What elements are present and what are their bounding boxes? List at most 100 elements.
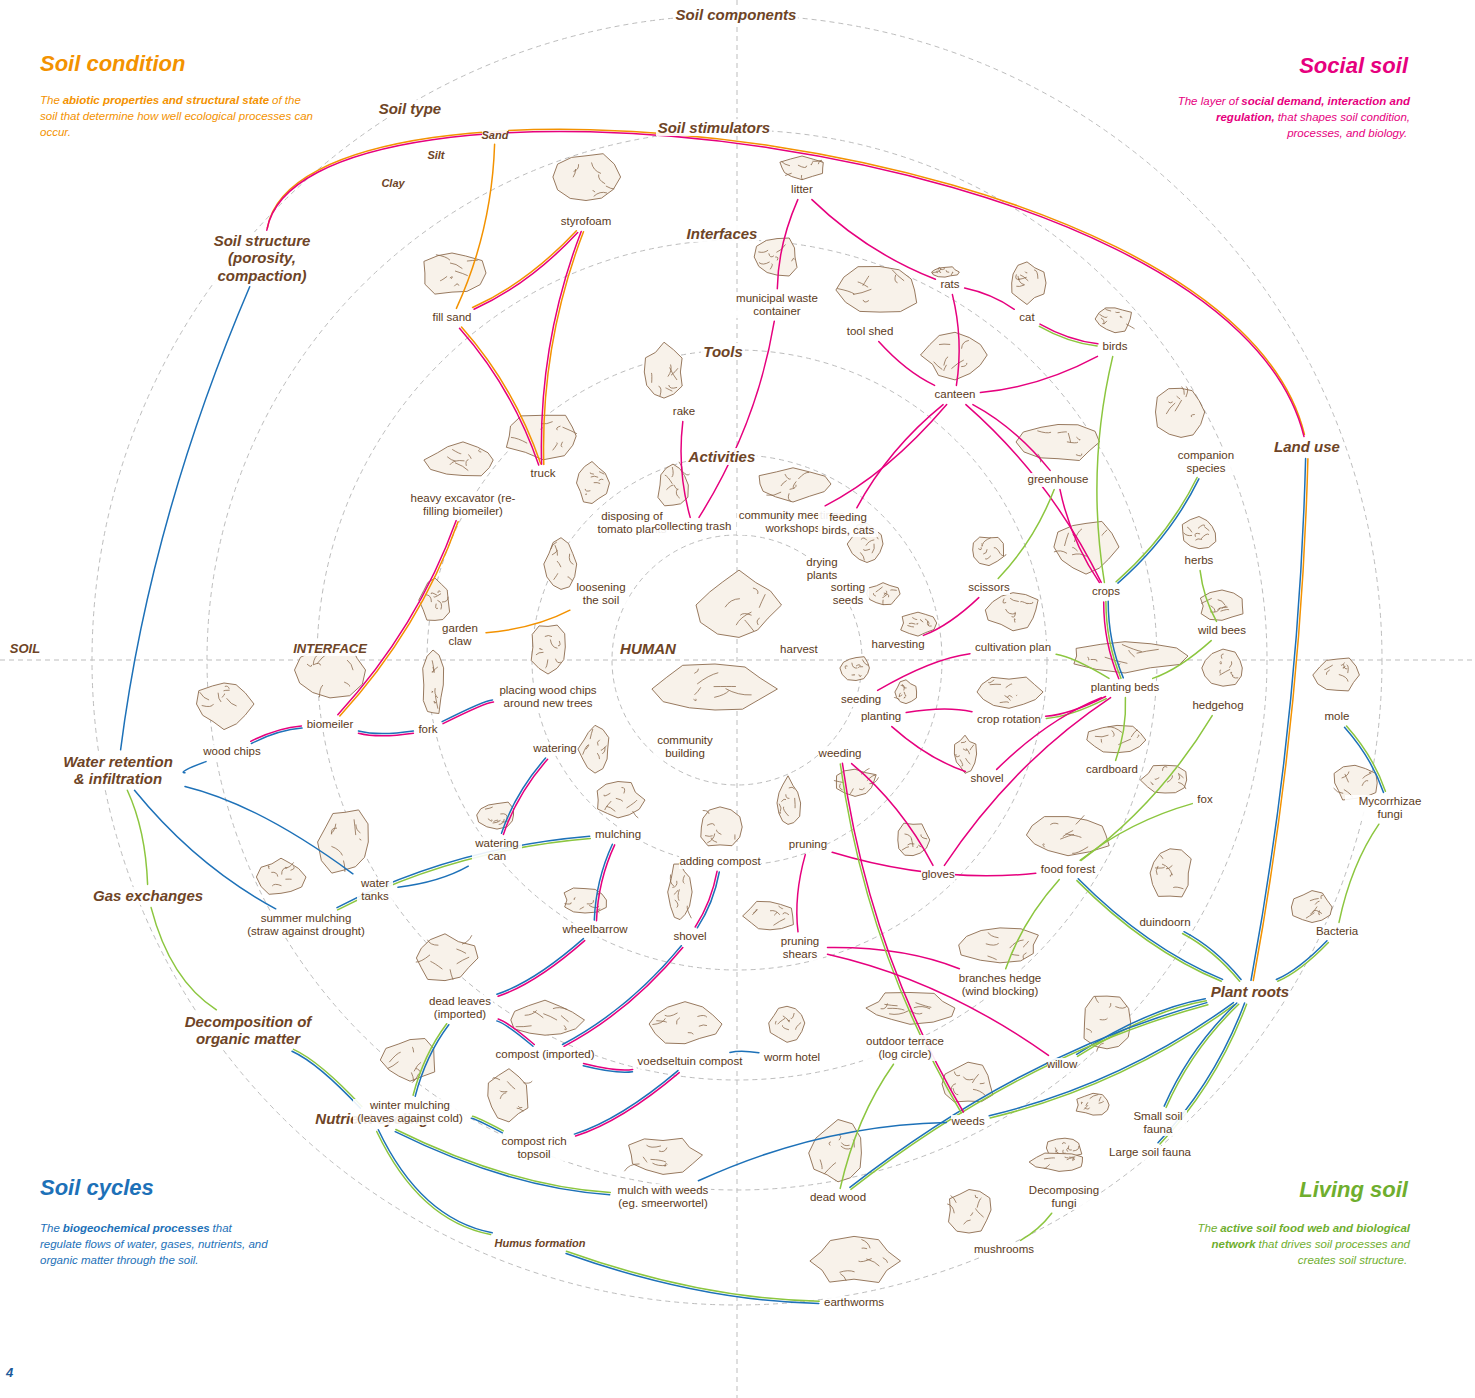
sketch-stroke (291, 867, 295, 871)
sketch (318, 810, 369, 873)
sketch-stroke (705, 835, 712, 837)
sketch-stroke (525, 1011, 536, 1016)
connector (879, 342, 935, 386)
sketch-stroke (811, 163, 813, 166)
item-node: heavy excavator (re-filling biomeiler) (405, 492, 521, 518)
section-heading: Soil cycles (38, 1175, 156, 1201)
sketch-stroke (1205, 527, 1210, 531)
connector-line (1106, 602, 1121, 679)
sketch-stroke (672, 467, 673, 476)
sketch-stroke (592, 190, 594, 192)
sketch-outline (318, 810, 369, 873)
sketch (424, 253, 486, 294)
sketch-stroke (469, 455, 472, 459)
item-node: food forest (1039, 863, 1097, 876)
sketch-stroke (455, 271, 467, 275)
node-label: fork (418, 723, 437, 736)
item-node: wood chips (201, 745, 263, 758)
cycle-node: Plant roots (1209, 983, 1291, 1000)
sketch-stroke (573, 169, 575, 177)
sketch-stroke (799, 472, 809, 478)
item-node: Large soil fauna (1107, 1146, 1193, 1159)
connector-line (842, 763, 963, 1112)
description: Theactive soil food web and biological n… (1175, 1220, 1410, 1268)
item-node: summer mulching (straw against drought) (243, 912, 369, 938)
connector (563, 946, 683, 1047)
connector-line (1339, 824, 1379, 922)
sketch-stroke (1085, 1108, 1089, 1109)
node-label: cardboard (1086, 763, 1138, 776)
sketch-stroke (554, 574, 558, 580)
sketch-stroke (485, 807, 492, 809)
sketch-stroke (983, 538, 991, 544)
connector (574, 1071, 679, 1136)
connector (892, 727, 966, 772)
sketch (1076, 1093, 1109, 1115)
item-node: mushrooms (972, 1243, 1036, 1256)
sketch-stroke (698, 673, 718, 684)
sketch-stroke (960, 760, 963, 766)
item-node: harvest (778, 643, 820, 656)
node-label: compost rich topsoil (498, 1135, 570, 1161)
sketch-stroke (774, 912, 777, 915)
sketch-stroke (904, 692, 906, 696)
description: Theabiotic properties and structural sta… (40, 92, 320, 140)
node-label: crop rotation (977, 713, 1041, 726)
sketch-stroke (1021, 275, 1029, 281)
connector-line (358, 731, 413, 734)
cycle-node: Gas exchanges (91, 887, 205, 904)
sketch-stroke (450, 970, 453, 980)
sketch-stroke (438, 601, 442, 610)
ring-heading: Clay (379, 177, 406, 189)
sketch-stroke (1220, 662, 1222, 665)
sketch-outline (1313, 658, 1360, 691)
connector (1077, 999, 1207, 1057)
sketch (597, 782, 645, 818)
description-text: The layer of (1178, 95, 1239, 107)
connector-line (1040, 324, 1098, 344)
connector-line (1078, 1001, 1207, 1057)
sketch-outline (488, 1069, 528, 1122)
sketch (511, 1000, 585, 1035)
connector-line (415, 1025, 449, 1097)
cycle-node: Land use (1272, 438, 1342, 455)
node-label: styrofoam (561, 215, 612, 228)
sketch-stroke (1023, 941, 1028, 947)
sketch (780, 156, 823, 180)
connector-line (966, 405, 1101, 583)
connector (852, 764, 933, 866)
connector (1345, 726, 1386, 792)
connector-line (127, 790, 147, 884)
connector (413, 1024, 449, 1097)
sketch-outline (810, 1236, 901, 1282)
sketch-stroke (890, 1011, 909, 1014)
sketch-stroke (390, 1052, 401, 1062)
connector-line (442, 700, 492, 722)
sketch-stroke (856, 665, 860, 666)
connector-line (952, 295, 959, 386)
sketch-stroke (687, 906, 691, 918)
ring-heading: SOIL (8, 641, 42, 656)
sketch-stroke (218, 693, 221, 702)
sketch-stroke (872, 544, 874, 553)
item-node: voedseltuin compost (636, 1055, 745, 1068)
sketch-stroke (703, 811, 709, 814)
connector (906, 709, 972, 713)
connector (594, 844, 614, 920)
item-node: wild bees (1196, 624, 1248, 637)
sketch (1012, 262, 1046, 305)
sketch-stroke (867, 1259, 879, 1266)
sketch-outline (769, 1006, 805, 1042)
connector (497, 939, 585, 997)
sketch-stroke (990, 684, 1001, 685)
node-label: garden claw (439, 622, 481, 648)
sketch-outline (1140, 765, 1186, 793)
sketch-stroke (436, 255, 449, 260)
sketch-stroke (1006, 609, 1016, 614)
node-label: Land use (1274, 438, 1340, 455)
sketch-stroke (1306, 913, 1314, 918)
connector-line (460, 328, 539, 465)
connector-line (852, 764, 933, 866)
sketch-stroke (1016, 695, 1018, 696)
